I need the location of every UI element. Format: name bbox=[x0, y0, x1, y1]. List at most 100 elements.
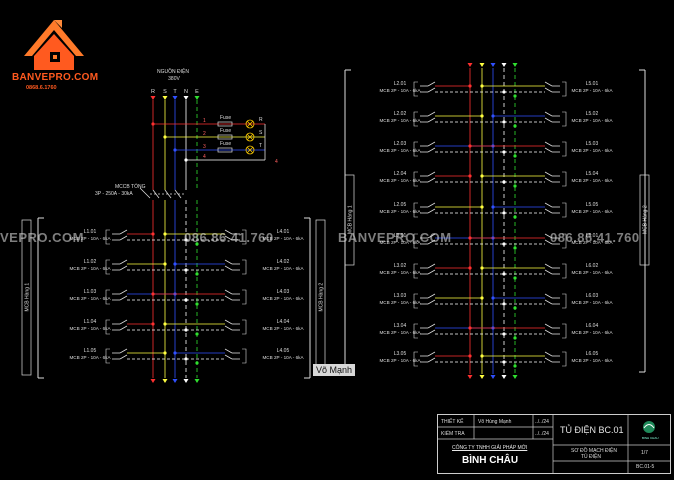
circuit-bracket bbox=[562, 293, 567, 309]
phase-label-e: E bbox=[195, 89, 199, 95]
circuit-spec: MCB 2P - 10A - 6kA bbox=[571, 300, 613, 305]
mcb-contact bbox=[224, 259, 233, 265]
circuit-spec: MCB 2P - 10A - 6kA bbox=[379, 240, 421, 245]
bus-junction bbox=[480, 174, 484, 178]
mcb-contact bbox=[544, 351, 553, 357]
circuit-spec: MCB 2P - 10A - 6kA bbox=[571, 330, 613, 335]
mcb-contact bbox=[427, 329, 436, 335]
mcb-contact bbox=[544, 177, 553, 183]
circuit-id: L1.04 bbox=[84, 319, 97, 325]
rail-label: MCB Hàng 2 bbox=[319, 283, 325, 312]
rail-label-box bbox=[344, 174, 355, 266]
title-block-grid bbox=[438, 415, 670, 473]
mcb-contact bbox=[427, 177, 436, 183]
bus-arrow bbox=[467, 63, 473, 67]
circuit-id: L2.05 bbox=[394, 202, 407, 208]
circuit-bracket bbox=[413, 141, 418, 157]
mcb-contact bbox=[119, 348, 128, 354]
bus-arrow bbox=[479, 63, 485, 67]
mcb-contact bbox=[427, 357, 436, 363]
mcb-contact bbox=[544, 233, 553, 239]
bus-arrow bbox=[512, 375, 518, 379]
tap-junction bbox=[151, 122, 155, 126]
mcb-contact bbox=[427, 233, 436, 239]
checked-label: KIỂM TRA bbox=[441, 431, 465, 437]
earth-junction bbox=[513, 124, 517, 128]
title-block: THIẾT KẾ Võ Hùng Mạnh ../../24 KIỂM TRA … bbox=[437, 414, 671, 474]
mcb-contact bbox=[427, 239, 436, 245]
mcb-contact bbox=[427, 81, 436, 87]
circuit-spec: MCB 2P - 10A - 6kA bbox=[571, 270, 613, 275]
circuit-bracket bbox=[562, 351, 567, 367]
circuit-id: L1.03 bbox=[84, 289, 97, 295]
lamp-label: R bbox=[259, 117, 263, 123]
mcb-contact bbox=[544, 117, 553, 123]
mcb-contact bbox=[427, 111, 436, 117]
indicator-lamp bbox=[245, 119, 255, 129]
drawing-subtitle-1: SƠ ĐỒ MẠCH ĐIỆN bbox=[571, 448, 617, 454]
mcb-contact bbox=[544, 87, 553, 93]
mcb-contact bbox=[544, 269, 553, 275]
mcb-contact bbox=[544, 171, 553, 177]
mcb-contact bbox=[119, 259, 128, 265]
circuit-id: L1.02 bbox=[84, 259, 97, 265]
fuse-label: Fuse bbox=[220, 128, 231, 134]
circuit-id: L4.04 bbox=[277, 319, 290, 325]
earth-junction bbox=[513, 336, 517, 340]
main-breaker-name: MCCB TỔNG bbox=[115, 183, 146, 190]
circuit-spec: MCB 2P - 10A - 6kA bbox=[262, 296, 304, 301]
mcb-contact bbox=[119, 265, 128, 271]
circuit-bracket bbox=[562, 233, 567, 249]
phase-arrow-n bbox=[183, 96, 189, 100]
bus-junction bbox=[173, 262, 177, 266]
bus-arrow bbox=[501, 375, 507, 379]
lamp-label: S bbox=[259, 130, 263, 136]
mcb-contact bbox=[224, 348, 233, 354]
circuit-id: L2.01 bbox=[394, 81, 407, 87]
circuit-bracket bbox=[242, 319, 247, 335]
scale-value: 1/7 bbox=[641, 450, 648, 456]
mcb-contact bbox=[427, 293, 436, 299]
watermark-text: BANVEPRO.COM bbox=[338, 230, 452, 245]
mcb-contact bbox=[119, 229, 128, 235]
circuit-bracket bbox=[562, 81, 567, 97]
circuit-spec: MCB 2P - 10A - 6kA bbox=[69, 266, 111, 271]
circuit-spec: MCB 2P - 10A - 6kA bbox=[262, 266, 304, 271]
fuse-label: Fuse bbox=[220, 115, 231, 121]
earth-junction bbox=[513, 276, 517, 280]
supply-voltage: 380V bbox=[168, 76, 180, 82]
bus-junction bbox=[173, 351, 177, 355]
bus-arrow bbox=[490, 375, 496, 379]
circuit-id: L6.05 bbox=[586, 351, 599, 357]
circuit-spec: MCB 2P - 10A - 6kA bbox=[379, 148, 421, 153]
mcb-contact bbox=[544, 329, 553, 335]
circuit-bracket bbox=[413, 111, 418, 127]
project-name: BÌNH CHÂU bbox=[462, 455, 519, 466]
mcb-contact bbox=[544, 323, 553, 329]
circuit-id: L3.04 bbox=[394, 323, 407, 329]
bus-junction bbox=[468, 266, 472, 270]
mcb-contact bbox=[544, 299, 553, 305]
bus-junction bbox=[468, 144, 472, 148]
mcb-contact bbox=[427, 117, 436, 123]
earth-junction bbox=[513, 306, 517, 310]
earth-junction bbox=[195, 272, 199, 276]
bus-junction bbox=[491, 205, 495, 209]
circuit-spec: MCB 2P - 10A - 6kA bbox=[379, 118, 421, 123]
circuit-bracket bbox=[562, 202, 567, 218]
mcb-contact bbox=[119, 235, 128, 241]
rail-label: MCB Hàng 2 bbox=[643, 205, 649, 234]
circuit-bracket bbox=[242, 289, 247, 305]
circuit-spec: MCB 2P - 10A - 6kA bbox=[262, 326, 304, 331]
phase-label-s: S bbox=[163, 89, 167, 95]
indicator-lamp bbox=[245, 145, 255, 155]
circuit-bracket bbox=[562, 141, 567, 157]
author-tag: Võ Mạnh bbox=[313, 364, 356, 376]
logo-phone-text: 0868.6.1760 bbox=[26, 85, 57, 91]
mcb-contact bbox=[427, 351, 436, 357]
circuit-id: L2.02 bbox=[394, 111, 407, 117]
circuit-id: L5.02 bbox=[586, 111, 599, 117]
drawing-subtitle-2: TỦ ĐIỆN bbox=[581, 454, 601, 460]
circuit-bracket bbox=[242, 229, 247, 245]
circuit-id: L5.05 bbox=[586, 202, 599, 208]
